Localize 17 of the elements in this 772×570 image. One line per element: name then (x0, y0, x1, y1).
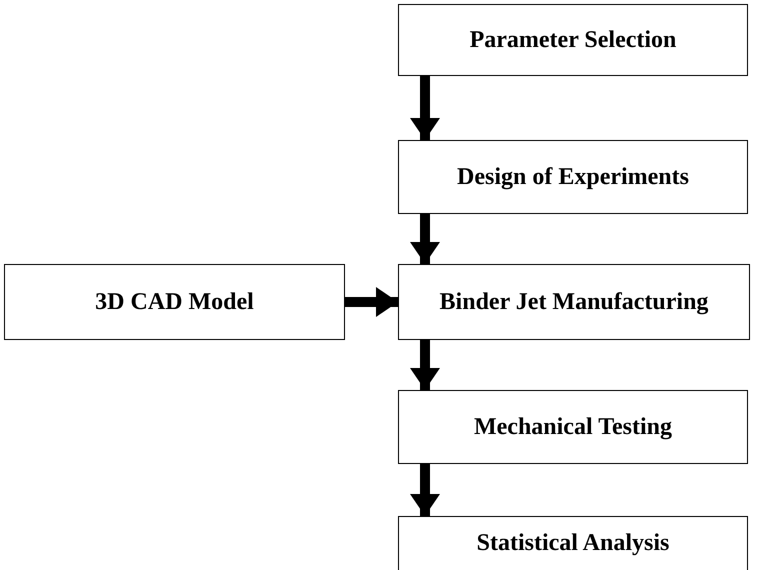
arrow (410, 464, 440, 516)
process-box (398, 516, 748, 570)
arrow (410, 214, 440, 264)
process-box (398, 140, 748, 214)
process-box (398, 264, 750, 340)
box-label: Design of Experiments (457, 164, 689, 190)
process-box (4, 264, 345, 340)
box-label: Binder Jet Manufacturing (440, 288, 708, 316)
arrow (410, 340, 440, 390)
process-box (398, 390, 748, 464)
box-label: Mechanical Testing (474, 414, 672, 440)
arrow (410, 76, 440, 140)
process-box (398, 4, 748, 76)
box-label: Parameter Selection (470, 26, 676, 54)
box-label: 3D CAD Model (95, 288, 254, 316)
arrow (345, 287, 398, 317)
box-label: Statistical Analysis (476, 530, 670, 557)
